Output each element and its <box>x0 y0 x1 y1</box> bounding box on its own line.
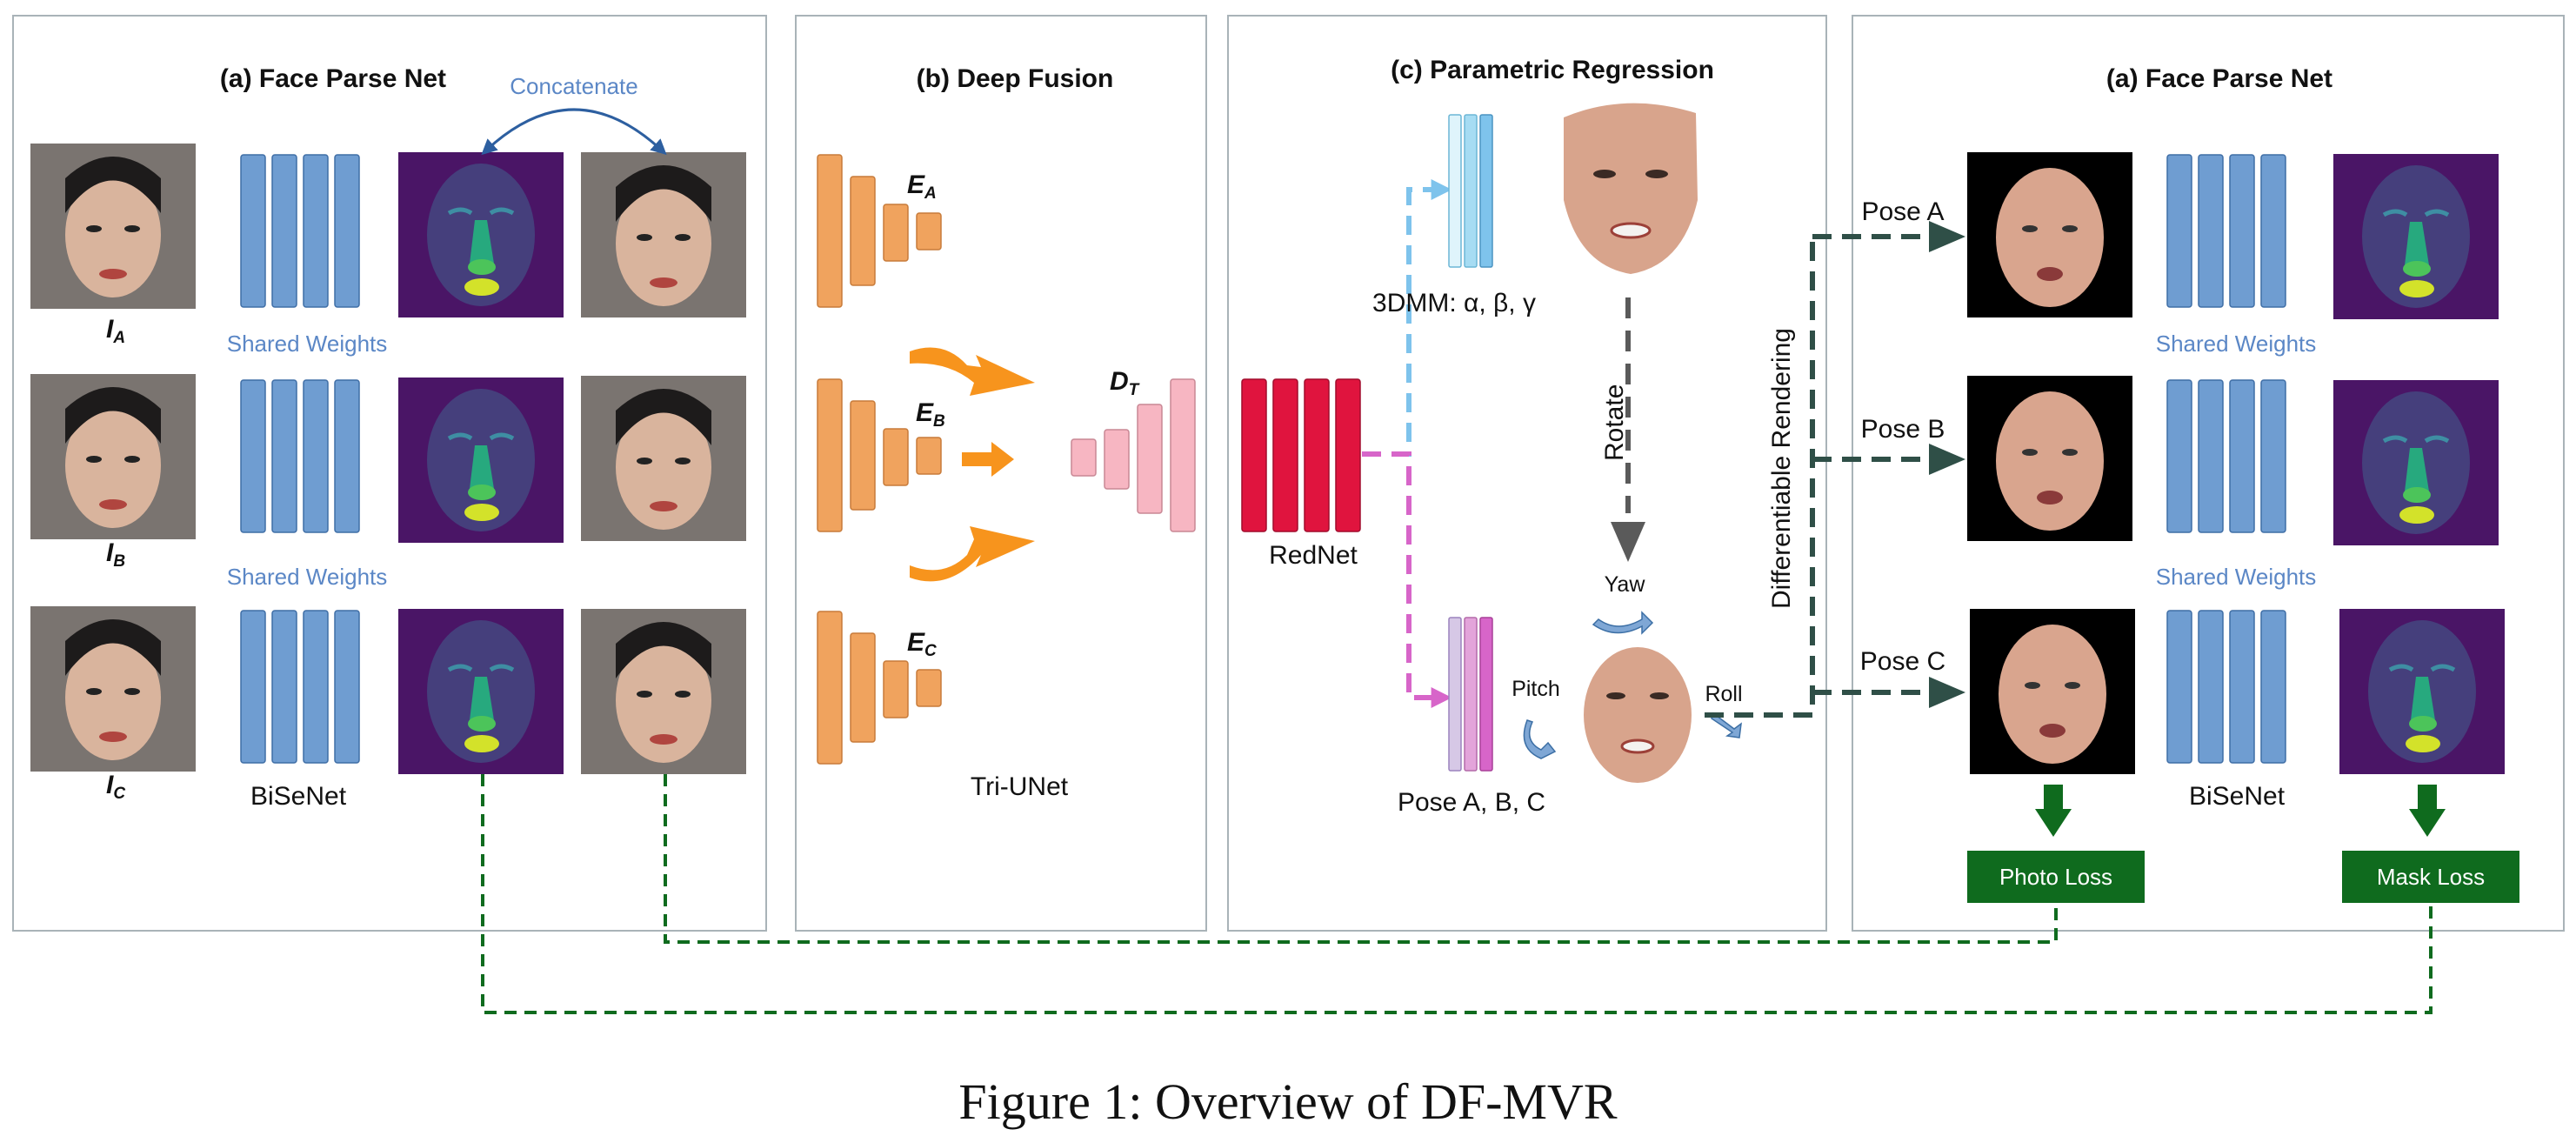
differentiable-rendering-label: Differentiable Rendering <box>1767 328 1796 609</box>
bisenet-block-right-c <box>2166 610 2286 764</box>
bisenet-label: BiSeNet <box>250 782 347 811</box>
encoder-label-c: EC <box>907 628 937 660</box>
rendered-face-a <box>1967 152 2132 317</box>
pitch-icon <box>1523 719 1557 759</box>
rendered-mask-b <box>2333 380 2499 545</box>
mask-loss-box: Mask Loss <box>2342 851 2519 903</box>
fusion-arrow-a <box>910 347 1035 396</box>
pose-label-c: Pose C <box>1860 647 1945 676</box>
bisenet-block-b <box>240 379 360 533</box>
roll-label: Roll <box>1705 682 1742 706</box>
input-photo-b-copy <box>581 376 746 541</box>
photo-loss-supervision-line <box>664 774 2058 944</box>
rednet-block <box>1241 378 1361 532</box>
fusion-arrow-c <box>910 526 1035 582</box>
bisenet-label-right: BiSeNet <box>2189 782 2286 811</box>
rendered-face-c <box>1970 609 2135 774</box>
yaw-icon <box>1592 611 1654 635</box>
input-label-a: IA <box>106 315 125 347</box>
rednet-to-pose-arrow <box>1362 451 1452 708</box>
bisenet-block-a <box>240 154 360 308</box>
panel-parametric-regression <box>1227 15 1827 932</box>
decoder-dt <box>1071 378 1196 532</box>
panel-title-deep-fusion: (b) Deep Fusion <box>917 64 1114 93</box>
input-photo-c <box>30 606 196 772</box>
input-label-c: IC <box>106 771 125 803</box>
input-photo-a-copy <box>581 152 746 317</box>
bisenet-block-right-b <box>2166 379 2286 533</box>
rednet-label: RedNet <box>1269 541 1358 570</box>
input-photo-b <box>30 374 196 539</box>
render-arrow-c-head <box>1929 677 1965 708</box>
bisenet-block-c <box>240 610 360 764</box>
rednet-to-3dmm-arrow <box>1362 179 1452 457</box>
concatenate-arrow <box>481 108 667 156</box>
photo-loss-label: Photo Loss <box>1999 864 2112 890</box>
rendered-mask-c <box>2339 609 2505 774</box>
rendered-face-b <box>1967 376 2132 541</box>
panel-face-parse-left <box>12 15 767 932</box>
poses-label: Pose A, B, C <box>1398 788 1545 817</box>
input-photo-c-copy <box>581 609 746 774</box>
encoder-label-a: EA <box>907 170 937 203</box>
panel-title-face-parse-left: (a) Face Parse Net <box>220 64 446 93</box>
fusion-arrow-b <box>962 442 1014 477</box>
mask-loss-arrow <box>2409 785 2446 837</box>
shared-weights-label: Shared Weights <box>227 331 388 357</box>
shared-weights-label: Shared Weights <box>227 564 388 590</box>
rendered-mask-a <box>2333 154 2499 319</box>
panel-face-parse-right <box>1852 15 2565 932</box>
input-label-b: IB <box>106 538 125 571</box>
photo-loss-box: Photo Loss <box>1967 851 2145 903</box>
rotate-arrowhead <box>1611 522 1645 562</box>
3dmm-params-block <box>1448 114 1493 268</box>
rotated-face <box>1584 647 1692 783</box>
shared-weights-label-right: Shared Weights <box>2156 331 2317 357</box>
panel-title-parametric-regression: (c) Parametric Regression <box>1391 56 1714 84</box>
parse-mask-a <box>398 152 564 317</box>
encoder-label-b: EB <box>916 398 945 431</box>
differentiable-rendering-connector <box>1705 234 1826 718</box>
parse-mask-b <box>398 378 564 543</box>
pose-label-a: Pose A <box>1861 197 1944 226</box>
shared-weights-label-right: Shared Weights <box>2156 564 2317 590</box>
rotate-label: Rotate <box>1600 384 1629 461</box>
pose-label-b: Pose B <box>1861 415 1945 444</box>
figure-caption: Figure 1: Overview of DF-MVR <box>958 1073 1617 1130</box>
bisenet-block-right-a <box>2166 154 2286 308</box>
tri-unet-label: Tri-UNet <box>971 772 1069 801</box>
input-photo-a <box>30 144 196 309</box>
panel-title-face-parse-right: (a) Face Parse Net <box>2106 64 2332 93</box>
pitch-label: Pitch <box>1512 677 1560 701</box>
pose-params-block <box>1448 617 1493 772</box>
photo-loss-arrow <box>2035 785 2072 837</box>
render-arrow-b-head <box>1929 444 1965 475</box>
decoder-label: DT <box>1110 367 1140 399</box>
render-arrow-a-head <box>1929 221 1965 252</box>
roll-icon <box>1711 712 1742 738</box>
parse-mask-c <box>398 609 564 774</box>
3dmm-face <box>1564 103 1698 274</box>
concatenate-label: Concatenate <box>510 73 637 99</box>
mask-loss-label: Mask Loss <box>2377 864 2485 890</box>
panel-deep-fusion <box>795 15 1207 932</box>
yaw-label: Yaw <box>1605 572 1646 597</box>
mask-loss-supervision-line <box>481 774 2433 1014</box>
3dmm-label: 3DMM: α, β, γ <box>1372 289 1536 317</box>
